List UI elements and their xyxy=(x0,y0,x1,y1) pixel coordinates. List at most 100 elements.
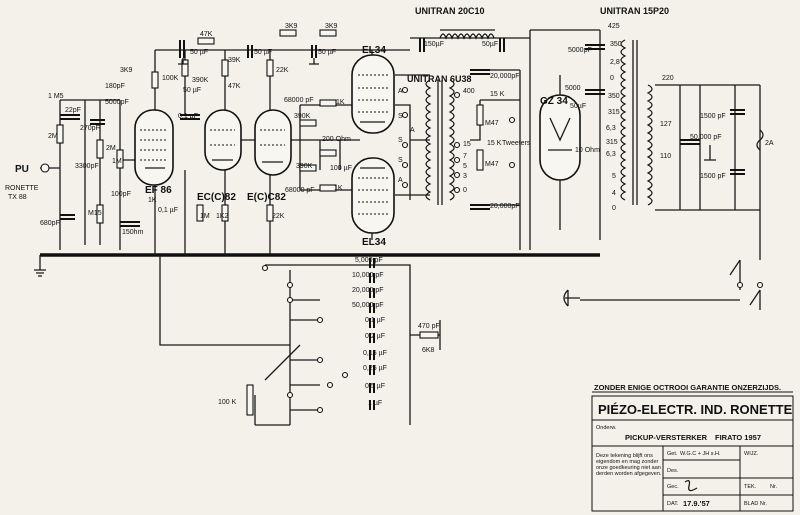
label-100k: 100K xyxy=(162,75,179,82)
label-390k-a: 390K xyxy=(294,113,311,120)
blad-label: BLAD Nr. xyxy=(744,501,767,507)
mains-220: 220 xyxy=(662,75,674,82)
label-1500pf-b: 1500 pF xyxy=(700,173,726,180)
wijz-label: WIJZ. xyxy=(744,451,759,457)
label-68000pf-b: 68000 pF xyxy=(285,187,315,194)
label-3300pf: 3300pF xyxy=(75,163,99,170)
label-3k9-c: 3K9 xyxy=(325,23,338,30)
label-5000pf: 5000pF xyxy=(105,99,129,106)
title-block: ZONDER ENIGE OCTROOI GARANTIE ONZERZIJDS… xyxy=(591,383,794,512)
output-transformer xyxy=(425,79,455,205)
pt-5: 5 xyxy=(612,173,616,180)
tone-network-wiring xyxy=(159,255,441,425)
pt-350b: 350 xyxy=(608,93,620,100)
label-3k9-b: 3K9 xyxy=(285,23,298,30)
label-5000pf-b: 5000 xyxy=(565,85,581,92)
sw-label-01uf: 0,1 µF xyxy=(365,317,385,324)
label-47k: 47K xyxy=(200,31,213,38)
tone-network-labels: 5,000 pF 10,000 pF 20,000 pF 50,000 pF 0… xyxy=(218,257,440,407)
resistors xyxy=(56,29,484,416)
tap-0: 0 xyxy=(463,187,467,194)
label-390k: 390K xyxy=(192,77,209,84)
label-1m-b: 1M xyxy=(200,213,210,220)
label-100pf: 100pF xyxy=(111,191,131,198)
sw-label-20000pf: 20,000 pF xyxy=(352,287,384,294)
tap-5: 5 xyxy=(463,163,467,170)
label-47k-b: 47K xyxy=(228,83,241,90)
pt-315b: 315 xyxy=(606,139,618,146)
pt-63a: 6,3 xyxy=(606,125,616,132)
tube-el34b xyxy=(351,157,395,234)
terminals xyxy=(40,86,764,414)
label-15k-b: 15 K xyxy=(487,140,502,147)
fuse xyxy=(756,129,764,151)
tap-s1: S xyxy=(398,113,403,120)
label-390k-b: 390K xyxy=(296,163,313,170)
input-labels: PU RONETTE TX 88 xyxy=(5,164,39,201)
label-20000pf-a: 20,000pF xyxy=(490,73,520,80)
label-1500pf-a: 1500 pF xyxy=(700,113,726,120)
component-labels: 1 M5 22pF 2M 270pF 2M 3300pF 5000pF 180p… xyxy=(40,23,774,236)
label-01uf-b: 0,1 µF xyxy=(178,113,198,120)
tek-nr: Nr. xyxy=(770,484,778,490)
ecc82a-label: EC(C)82 xyxy=(197,192,236,203)
gz34-label: GZ 34 xyxy=(540,96,568,107)
label-20000pf-b: 20,000pF xyxy=(490,203,520,210)
tap-3: 3 xyxy=(463,173,467,180)
disclaimer-l1: Deze tekening blijft ons xyxy=(596,453,653,459)
label-5000pf-a: 5000pF xyxy=(568,47,592,54)
label-22pf: 22pF xyxy=(65,107,81,114)
label-39k: 39K xyxy=(228,57,241,64)
label-1k-c: 1K xyxy=(334,185,343,192)
title-block-title: PIÉZO-ELECTR. IND. RONETTE xyxy=(598,402,793,417)
get-value: W.G.C + JH s.H. xyxy=(680,451,721,457)
signature xyxy=(684,480,698,492)
mains-110: 110 xyxy=(660,153,671,160)
pt-63b: 6,3 xyxy=(606,151,616,158)
ecc82b-label: E(C)C82 xyxy=(247,192,286,203)
tube-el34a xyxy=(351,54,395,134)
pt-425: 425 xyxy=(608,23,620,30)
sw-label-470pf: 470 pF xyxy=(418,323,440,330)
tap-s2: S xyxy=(398,137,403,144)
label-fuse: 2A xyxy=(765,140,774,147)
label-680pf: 680pF xyxy=(40,220,60,227)
tube-ecc82b xyxy=(254,109,292,176)
label-10ohm: 10 Ohm xyxy=(575,147,600,154)
label-200ohm: 200 Ohm xyxy=(322,136,351,143)
subject-text: PICKUP-VERSTERKER xyxy=(625,433,708,442)
pt-4: 4 xyxy=(612,190,616,197)
label-m47-a: M47 xyxy=(485,120,499,127)
tap-a1: A xyxy=(398,88,403,95)
rectifier-wiring xyxy=(529,29,601,250)
tap-a2: A xyxy=(398,177,403,184)
label-50uf-e: 50µF xyxy=(482,41,498,48)
output-transformer-label: UNITRAN 6U38 xyxy=(407,74,472,84)
sw-label-02uf: 0,2 µF xyxy=(365,333,385,340)
label-50uf-b: 50 µF xyxy=(183,87,201,94)
choke-20c10 xyxy=(439,29,495,40)
sw-label-6k8: 6K8 xyxy=(422,347,435,354)
power-transformer-label: UNITRAN 15P20 xyxy=(600,6,669,16)
sw-label-50000pf: 50,000 pF xyxy=(352,302,384,309)
disclaimer-l2: eigendom en mag zonder xyxy=(596,459,659,465)
ronette-model-label: TX 88 xyxy=(8,194,27,201)
tube-ecc82a xyxy=(204,109,242,171)
onderw-label: Onderw. xyxy=(596,425,617,431)
tap-s3: S xyxy=(398,157,403,164)
tap-7: 7 xyxy=(463,153,467,160)
el34a-label: EL34 xyxy=(362,45,386,56)
label-1k2: 1K2 xyxy=(216,213,229,220)
des-label: Des. xyxy=(667,468,679,474)
label-68000pf-a: 68000 pF xyxy=(284,97,314,104)
sw-label-025uf: 0,25 µF xyxy=(363,365,387,372)
sw-label-1uf: 1 µF xyxy=(368,400,382,407)
capacitors xyxy=(60,38,745,410)
label-22k: 22K xyxy=(276,67,289,74)
sw-label-5000pf: 5,000 pF xyxy=(355,257,383,264)
label-150ohm: 150hm xyxy=(122,229,144,236)
disclaimer-l3: onze goedkeuring niet aan xyxy=(596,465,661,471)
power-transformer xyxy=(620,39,653,206)
label-50uf-d: 50 µF xyxy=(318,49,336,56)
